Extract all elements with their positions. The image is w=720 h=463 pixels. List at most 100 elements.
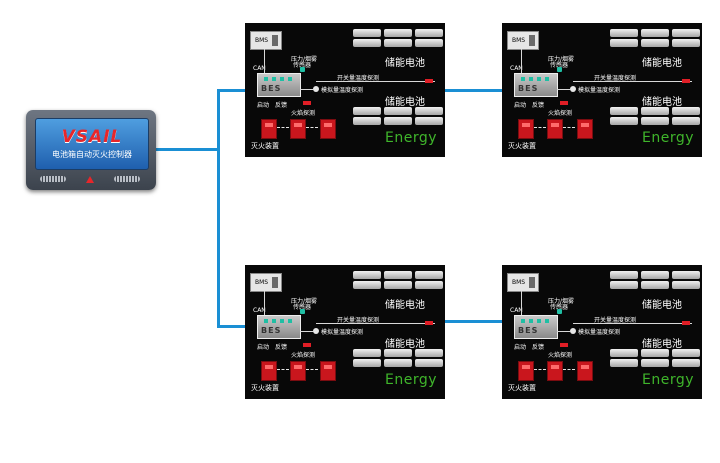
bms-box: BMS: [507, 31, 539, 50]
sensor-icon: [300, 309, 305, 314]
sensor-label: 传感器: [293, 304, 312, 311]
battery-module: [610, 271, 638, 279]
bes-unit: BES: [257, 73, 301, 97]
start-label: 启动: [257, 344, 270, 351]
extinguisher-icon-2: [290, 119, 306, 139]
flame-label: 火焰探测: [291, 352, 316, 359]
battery-module: [384, 117, 412, 125]
energy-label: Energy: [642, 130, 695, 146]
speaker-grille-right: [114, 176, 140, 182]
battery-module: [353, 271, 381, 279]
battery-module: [353, 29, 381, 37]
bus-to-panel-1: [217, 89, 245, 92]
battery-module: [610, 359, 638, 367]
start-label: 启动: [257, 102, 270, 109]
switch-temp-label: 开关量温度探测: [337, 317, 380, 324]
battery-module: [672, 107, 700, 115]
battery-module: [384, 39, 412, 47]
battery-module: [641, 117, 669, 125]
battery-module: [384, 359, 412, 367]
battery-module: [415, 281, 443, 289]
storage-battery-bottom-label: 储能电池: [385, 97, 425, 108]
battery-module: [415, 107, 443, 115]
battery-module: [641, 271, 669, 279]
controller-label: 电池箱自动灭火控制器: [52, 150, 132, 159]
sensor-icon: [300, 67, 305, 72]
battery-module: [610, 281, 638, 289]
battery-module: [353, 117, 381, 125]
battery-module: [672, 39, 700, 47]
pressure-sensor-label: 压力/烟雾: [548, 56, 575, 63]
feedback-label: 反馈: [275, 344, 288, 351]
battery-module: [384, 349, 412, 357]
extinguisher-link-1: [277, 127, 289, 128]
battery-module: [672, 271, 700, 279]
switch-temp-tag: [682, 79, 690, 83]
analog-temp-label: 模拟量温度探测: [578, 87, 621, 94]
battery-module: [641, 359, 669, 367]
battery-module: [353, 281, 381, 289]
feedback-label: 反馈: [532, 102, 545, 109]
flame-tag: [560, 101, 568, 105]
feedback-label: 反馈: [532, 344, 545, 351]
extinguisher-icon-2: [290, 361, 306, 381]
sensor-label: 传感器: [550, 304, 569, 311]
battery-module: [672, 117, 700, 125]
battery-module: [353, 359, 381, 367]
bes-to-analog-line: [300, 331, 314, 332]
flame-tag: [303, 101, 311, 105]
bes-to-analog-line: [557, 89, 571, 90]
extinguisher-icon-3: [320, 119, 336, 139]
battery-cabinet-1: BMS CAN 压力/烟雾 传感器 开关量温度探测 BES 模拟量温度探测 启动…: [245, 23, 445, 157]
extinguisher-link-2: [306, 369, 318, 370]
pressure-sensor-label: 压力/烟雾: [291, 298, 318, 305]
storage-battery-bottom-label: 储能电池: [642, 97, 682, 108]
extinguisher-link-2: [306, 127, 318, 128]
extinguisher-label: 灭火装置: [251, 142, 279, 150]
storage-battery-bottom-label: 储能电池: [642, 339, 682, 350]
storage-battery-bottom-label: 储能电池: [385, 339, 425, 350]
extinguisher-label: 灭火装置: [508, 142, 536, 150]
storage-battery-top-label: 储能电池: [385, 58, 425, 69]
bms-box: BMS: [507, 273, 539, 292]
battery-cabinet-4: BMS CAN 压力/烟雾 传感器 开关量温度探测 BES 模拟量温度探测 启动…: [502, 265, 702, 399]
switch-temp-line: [316, 323, 435, 324]
bms-box: BMS: [250, 273, 282, 292]
switch-temp-line: [316, 81, 435, 82]
battery-module: [353, 107, 381, 115]
storage-battery-top-label: 储能电池: [642, 300, 682, 311]
battery-module: [384, 29, 412, 37]
link-panel-1-2: [444, 89, 502, 92]
energy-label: Energy: [385, 130, 438, 146]
sensor-label: 传感器: [293, 62, 312, 69]
bes-unit: BES: [514, 73, 558, 97]
battery-module: [641, 281, 669, 289]
controller-logo: VSAIL: [61, 127, 123, 147]
fire-controller[interactable]: VSAIL 电池箱自动灭火控制器: [26, 110, 156, 190]
battery-module: [415, 271, 443, 279]
switch-temp-tag: [425, 321, 433, 325]
bus-to-panel-3: [217, 325, 245, 328]
analog-node: [313, 86, 319, 92]
analog-node: [570, 328, 576, 334]
extinguisher-label: 灭火装置: [251, 384, 279, 392]
battery-module: [641, 107, 669, 115]
can-label: CAN: [510, 307, 523, 314]
switch-temp-tag: [425, 79, 433, 83]
switch-temp-tag: [682, 321, 690, 325]
battery-module: [353, 349, 381, 357]
battery-module: [353, 39, 381, 47]
start-label: 启动: [514, 344, 527, 351]
analog-temp-label: 模拟量温度探测: [321, 87, 364, 94]
bms-to-bes-line: [521, 49, 522, 83]
analog-node: [313, 328, 319, 334]
battery-module: [384, 271, 412, 279]
sensor-icon: [557, 67, 562, 72]
battery-module: [415, 349, 443, 357]
can-label: CAN: [510, 65, 523, 72]
battery-module: [610, 117, 638, 125]
can-label: CAN: [253, 307, 266, 314]
extinguisher-icon-3: [577, 119, 593, 139]
switch-temp-line: [573, 323, 692, 324]
extinguisher-link-1: [534, 127, 546, 128]
